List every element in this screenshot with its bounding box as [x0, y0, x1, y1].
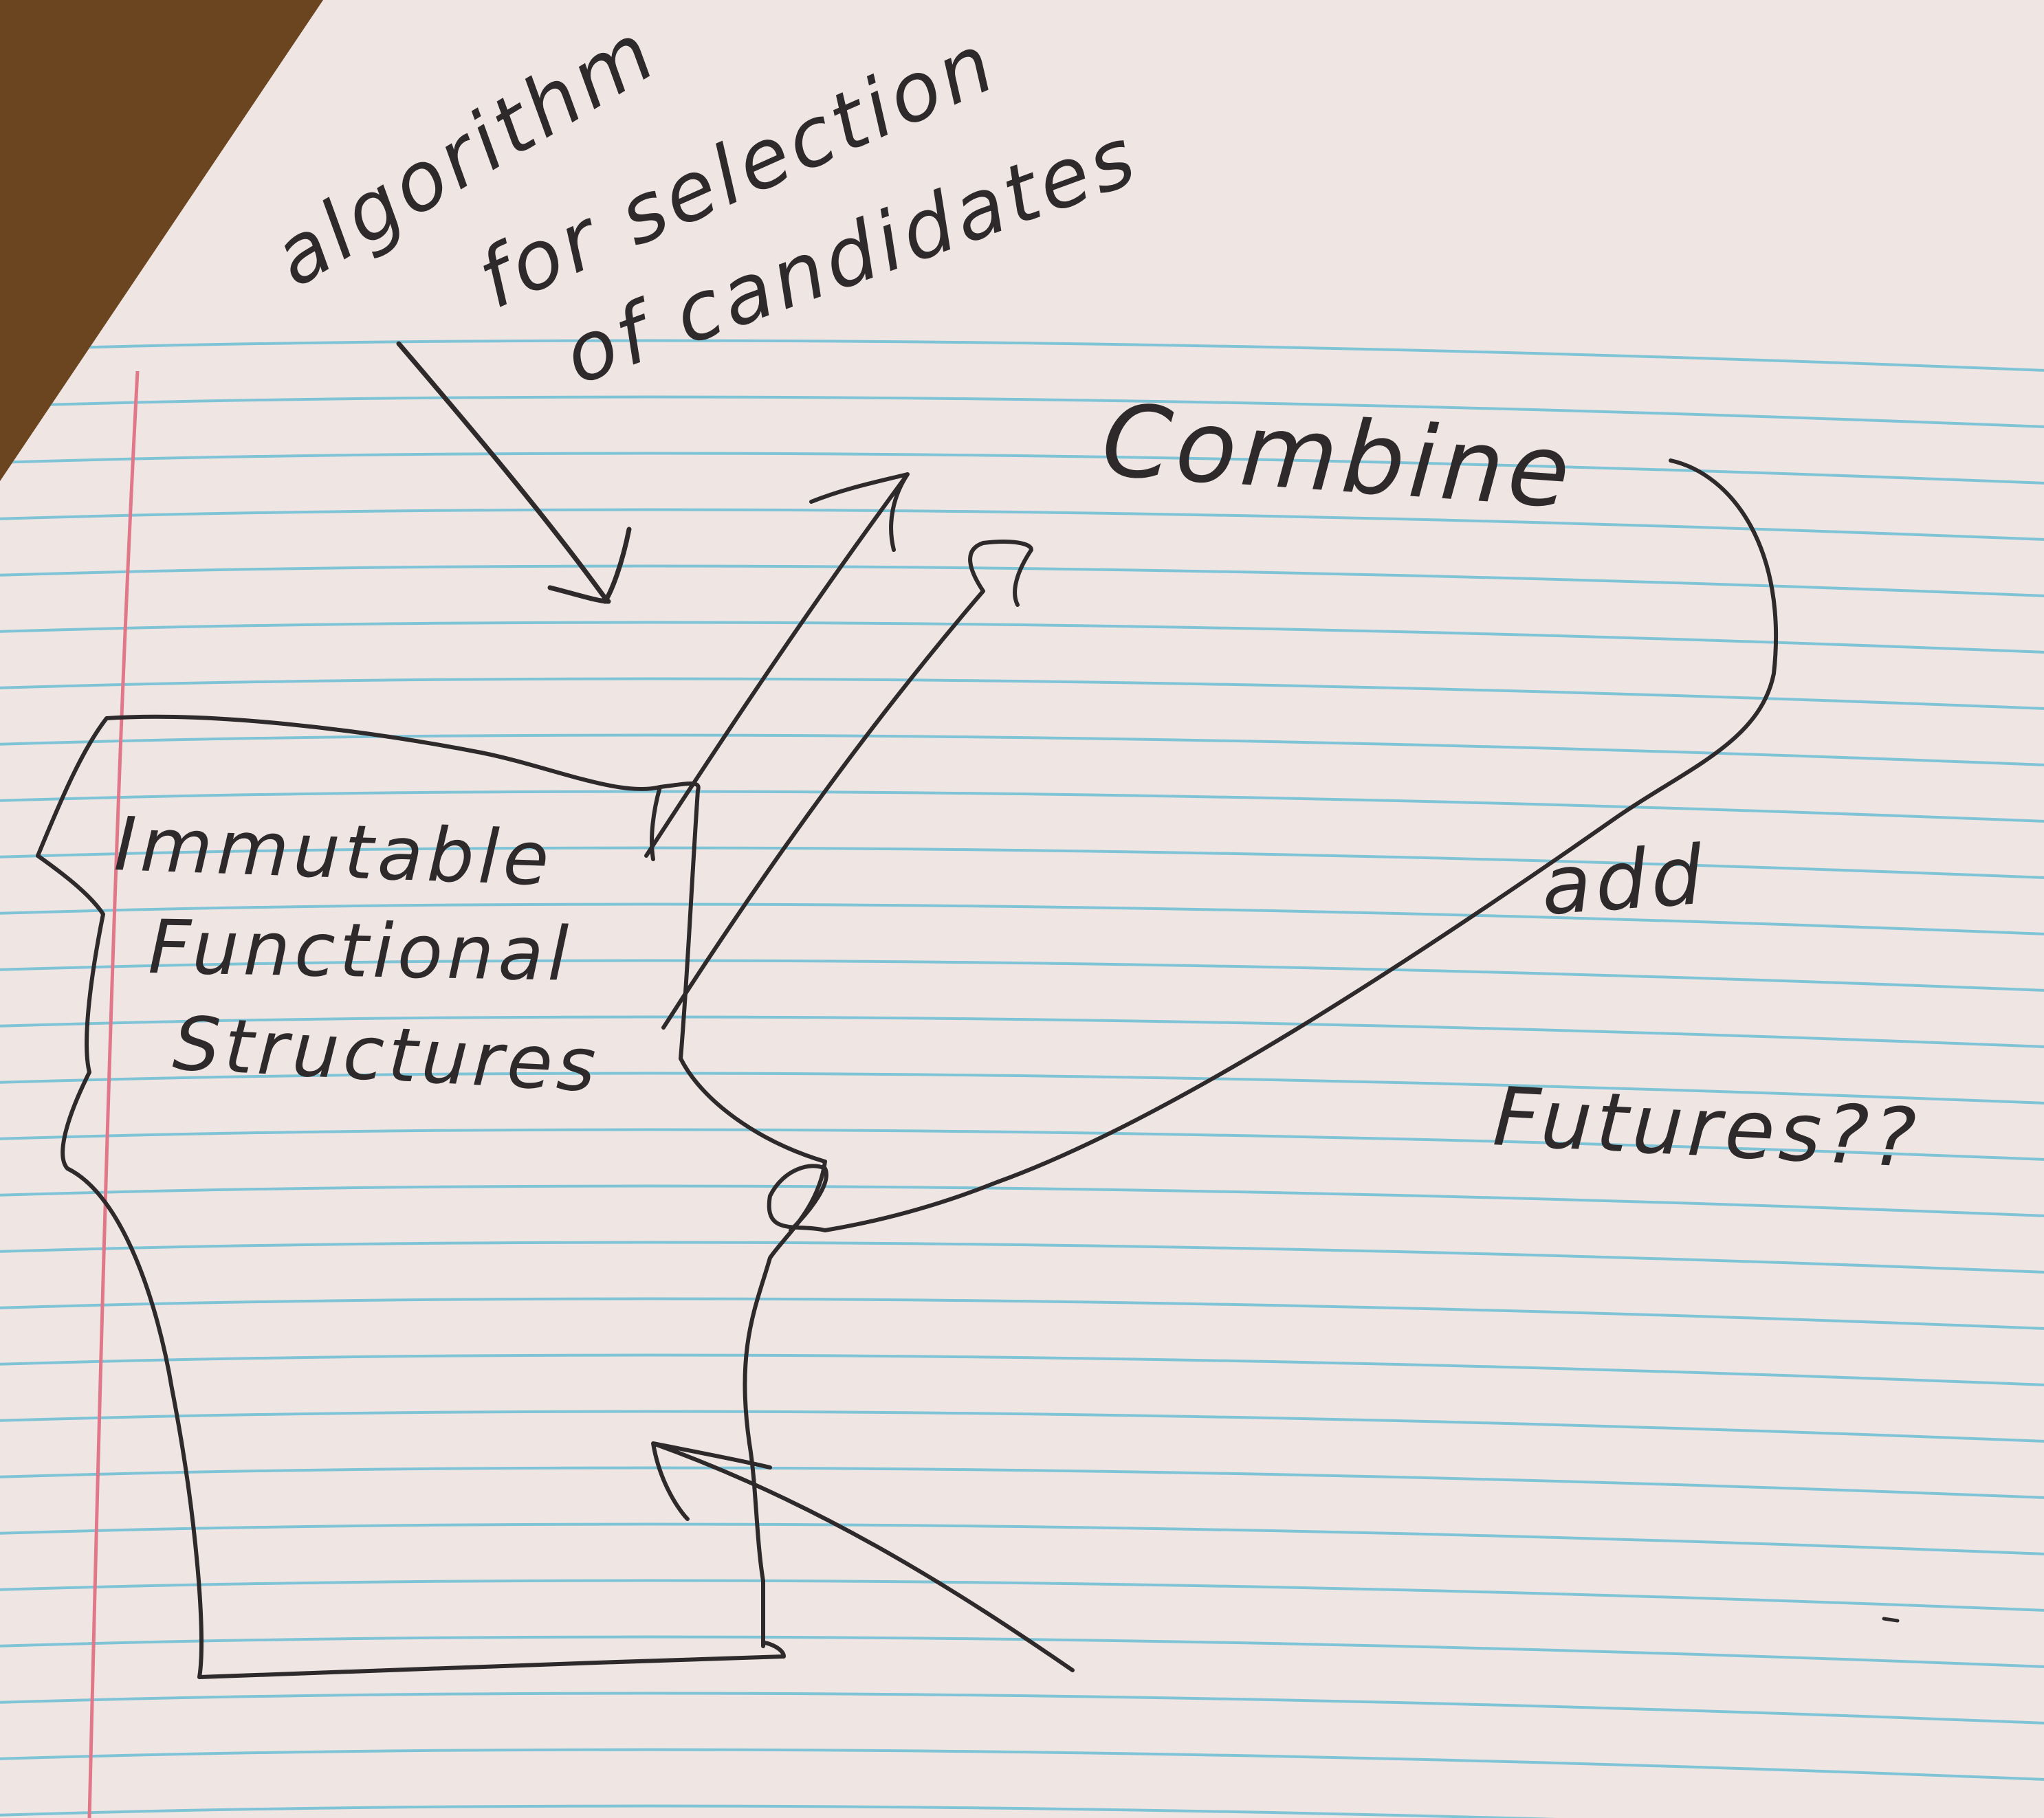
immutable-structures-box [36, 714, 786, 1679]
box-label-line-2: Functional [148, 905, 573, 998]
stray-mark [1882, 1617, 1900, 1623]
ruled-line [0, 621, 2044, 654]
ruled-line [0, 1522, 2044, 1556]
ruled-line [0, 902, 2044, 936]
ruled-line [0, 1072, 2044, 1105]
ruled-line [0, 1184, 2044, 1218]
ruled-line [0, 677, 2044, 711]
ruled-line [0, 395, 2044, 429]
ruled-line [0, 1128, 2044, 1162]
ruled-line [0, 1804, 2044, 1818]
ruled-line [0, 1353, 2044, 1387]
combine-arrow-1 [644, 472, 910, 858]
ruled-lines [0, 339, 2044, 1818]
ruled-line [0, 1410, 2044, 1443]
futures-label: Futures?? [1491, 1069, 1922, 1186]
ruled-line [0, 1015, 2044, 1049]
ruled-line [0, 1692, 2044, 1725]
ruled-line [0, 733, 2044, 767]
ruled-line [0, 508, 2044, 542]
box-right-contour [679, 1056, 827, 1648]
ruled-line [0, 1241, 2044, 1274]
ruled-line [0, 1635, 2044, 1669]
sketch-strokes [36, 341, 1900, 1679]
ruled-line [0, 1579, 2044, 1612]
ruled-line [0, 1466, 2044, 1500]
ruled-line [0, 339, 2044, 373]
ruled-line [0, 1748, 2044, 1782]
box-label-line-1: Immutable [113, 801, 554, 902]
ruled-line [0, 1297, 2044, 1331]
algorithm-arrow [396, 341, 632, 604]
ruled-line [0, 452, 2044, 485]
margin-line [87, 370, 140, 1818]
add-loop [767, 458, 1779, 1232]
ruled-line [0, 790, 2044, 823]
ruled-line [0, 959, 2044, 993]
return-arrow [651, 1441, 1075, 1672]
ruled-line [0, 564, 2044, 598]
combine-arrow-2 [661, 540, 1033, 1030]
ruled-line [0, 846, 2044, 880]
add-label: add [1538, 828, 1709, 933]
structures-box-label: Immutable Functional Structures [113, 801, 602, 1109]
